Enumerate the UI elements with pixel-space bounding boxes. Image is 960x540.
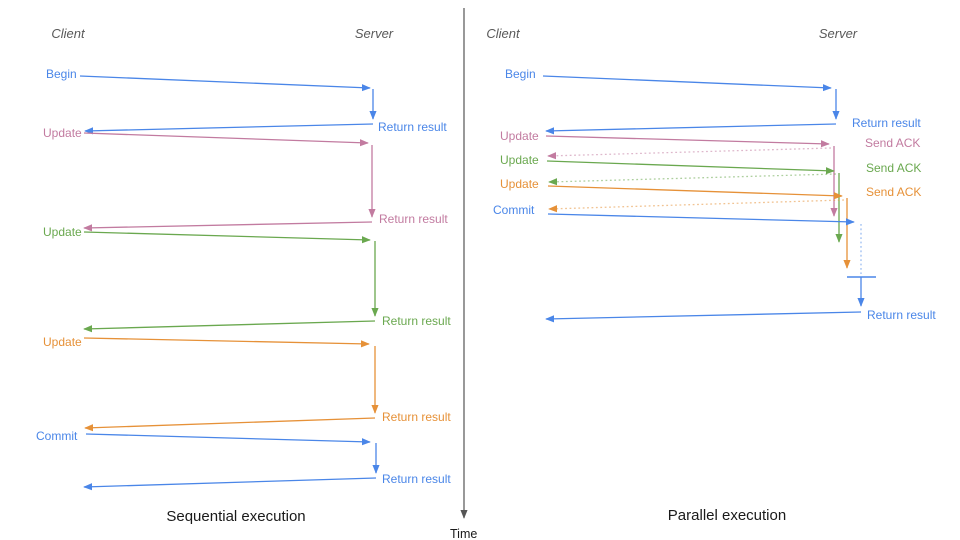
return-result-label: Return result	[379, 212, 448, 226]
request-arrow	[546, 160, 835, 175]
request-arrow	[545, 135, 830, 148]
send-ack-label: Send ACK	[865, 136, 920, 150]
parallel-execution-title: Parallel execution	[668, 507, 786, 524]
return-result-label: Return result	[852, 116, 921, 130]
ack-response-arrow	[547, 147, 832, 160]
update-message-label: Update	[500, 177, 539, 191]
response-arrow	[84, 417, 376, 432]
request-arrow	[547, 213, 855, 226]
update-message-label: Update	[43, 225, 82, 239]
client-actor-label: Client	[486, 26, 521, 41]
commit-message-label: Commit	[36, 429, 78, 443]
update-message-label: Update	[43, 335, 82, 349]
request-arrow	[83, 231, 371, 244]
update-message-label: Update	[43, 126, 82, 140]
commit-message-label: Commit	[493, 203, 535, 217]
client-actor-label: Client	[51, 26, 86, 41]
request-arrow	[542, 75, 832, 92]
send-ack-label: Send ACK	[866, 185, 921, 199]
ack-response-arrow	[548, 199, 845, 213]
response-arrow	[83, 477, 377, 491]
ack-response-arrow	[548, 173, 837, 186]
return-result-label: Return result	[867, 308, 936, 322]
return-result-label: Return result	[382, 410, 451, 424]
server-actor-label: Server	[819, 26, 858, 41]
request-arrow	[79, 75, 371, 92]
begin-message-label: Begin	[46, 67, 77, 81]
begin-message-label: Begin	[505, 67, 536, 81]
sequential-execution-title: Sequential execution	[166, 508, 305, 525]
update-message-label: Update	[500, 153, 539, 167]
return-result-label: Return result	[382, 472, 451, 486]
time-axis-label: Time	[450, 527, 477, 540]
response-arrow	[545, 123, 837, 135]
response-arrow	[84, 123, 374, 135]
request-arrow	[83, 132, 369, 147]
response-arrow	[83, 221, 373, 232]
response-arrow	[545, 311, 862, 323]
response-arrow	[83, 320, 376, 333]
request-arrow	[547, 185, 843, 200]
return-result-label: Return result	[378, 120, 447, 134]
server-actor-label: Server	[355, 26, 394, 41]
request-arrow	[85, 433, 371, 446]
send-ack-label: Send ACK	[866, 161, 921, 175]
request-arrow	[83, 337, 370, 348]
return-result-label: Return result	[382, 314, 451, 328]
update-message-label: Update	[500, 129, 539, 143]
